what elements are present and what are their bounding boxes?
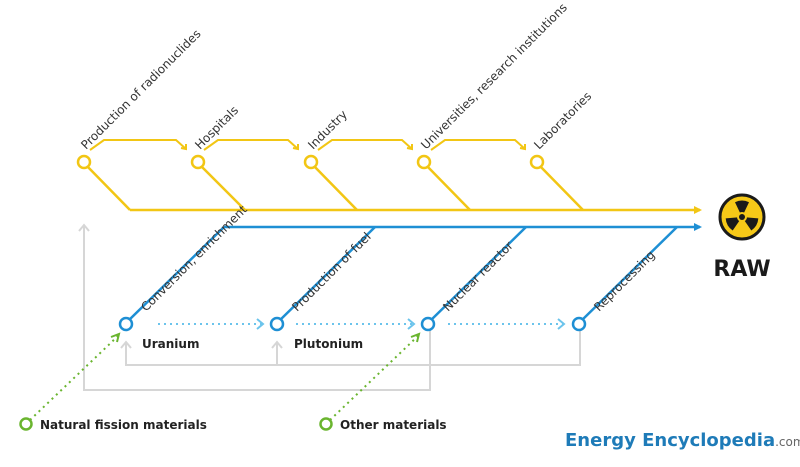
blue-node-4 <box>571 316 587 332</box>
gray-loop-reprocessing <box>125 330 581 366</box>
label-production-of-fuel: Production of fuel <box>289 230 374 315</box>
label-plutonium: Plutonium <box>294 337 363 351</box>
yellow-conn-1-head <box>180 144 187 151</box>
label-reprocessing: Reprocessing <box>591 248 657 314</box>
yellow-conn-2 <box>203 139 299 151</box>
brand-suffix: .com <box>775 435 800 449</box>
green-conn-natural-head <box>110 332 121 343</box>
green-conn-other-head <box>410 332 421 343</box>
label-other-materials: Other materials <box>340 418 447 432</box>
gray-return-lines <box>78 223 581 391</box>
blue-diag-1 <box>125 226 225 324</box>
yellow-conn-4 <box>430 139 526 151</box>
label-uranium: Uranium <box>142 337 199 351</box>
blue-node-group <box>118 316 587 332</box>
blue-node-2 <box>269 316 285 332</box>
yellow-node-3 <box>303 154 319 170</box>
yellow-conn-4-head <box>519 144 526 151</box>
brand-text: Energy Encyclopedia.com <box>565 430 800 451</box>
brand-logo: Energy Encyclopedia.com <box>565 430 800 451</box>
green-node-other <box>319 417 333 431</box>
yellow-conn-2-head <box>292 144 299 151</box>
yellow-diag-1 <box>83 162 131 211</box>
yellow-lines <box>83 162 702 214</box>
lightblue-connectors <box>158 318 566 330</box>
blue-diag-4 <box>578 226 678 324</box>
yellow-diag-5 <box>536 162 584 211</box>
green-connectors <box>29 332 421 421</box>
dotted-conn-3-head <box>557 318 566 330</box>
radiation-icon <box>718 193 766 241</box>
label-raw: RAW <box>713 257 770 282</box>
yellow-conn-3-head <box>406 144 413 151</box>
label-nuclear-reactor: Nuclear reactor <box>440 238 516 314</box>
green-conn-natural <box>29 335 119 421</box>
yellow-conn-1 <box>89 139 187 151</box>
label-conversion-enrichment: Conversion, enrichment <box>138 202 250 314</box>
blue-diag-2 <box>276 226 376 324</box>
yellow-node-4 <box>416 154 432 170</box>
gray-arrowhead-plutonium <box>271 340 283 349</box>
gray-arrowhead-uranium <box>120 340 132 349</box>
green-node-natural <box>19 417 33 431</box>
gray-loop-reactor <box>83 225 431 391</box>
dotted-conn-2-head <box>407 318 416 330</box>
blue-diag-3 <box>427 226 527 324</box>
yellow-node-1 <box>76 154 92 170</box>
yellow-diag-4 <box>423 162 471 211</box>
yellow-node-5 <box>529 154 545 170</box>
label-laboratories: Laboratories <box>531 89 594 152</box>
dotted-conn-1-head <box>256 318 265 330</box>
brand-name: Energy Encyclopedia <box>565 430 775 451</box>
yellow-diag-3 <box>310 162 358 211</box>
yellow-connectors <box>89 139 526 151</box>
yellow-node-group <box>76 154 545 170</box>
gray-arrowhead-left <box>78 223 90 232</box>
yellow-node-2 <box>190 154 206 170</box>
blue-lines <box>125 223 702 324</box>
label-hospitals: Hospitals <box>192 103 241 152</box>
label-production-of-radionuclides: Production of radionuclides <box>78 27 203 152</box>
yellow-diag-2 <box>197 162 246 211</box>
blue-node-3 <box>420 316 436 332</box>
label-industry: Industry <box>305 107 350 152</box>
green-conn-other <box>329 335 419 421</box>
yellow-conn-3 <box>317 139 413 151</box>
label-natural-fission-materials: Natural fission materials <box>40 418 207 432</box>
blue-node-1 <box>118 316 134 332</box>
